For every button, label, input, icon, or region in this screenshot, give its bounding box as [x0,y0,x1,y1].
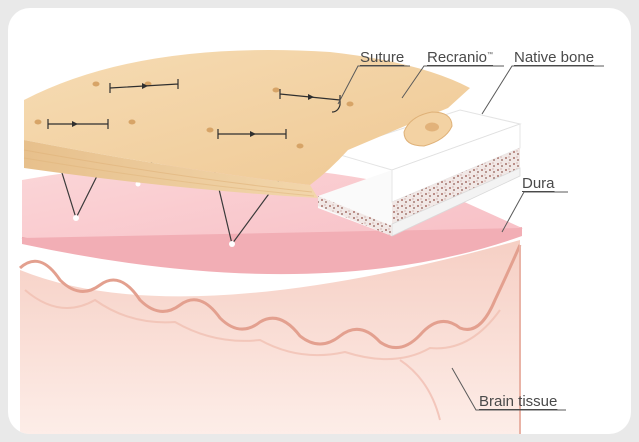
skull-layers-diagram [8,8,631,434]
suture-label: Suture [360,49,404,66]
recranio-label: Recranio™ [427,49,493,66]
dura-label: Dura [522,175,555,192]
native-bone-label: Native bone [514,49,594,66]
brain-tissue-label: Brain tissue [479,393,557,410]
illustration-card: Suture Recranio™ Native bone Dura Brain … [8,8,631,434]
recranio-label-text: Recranio [427,49,487,66]
trademark-symbol: ™ [487,52,493,58]
native-bone-leader [482,66,604,114]
